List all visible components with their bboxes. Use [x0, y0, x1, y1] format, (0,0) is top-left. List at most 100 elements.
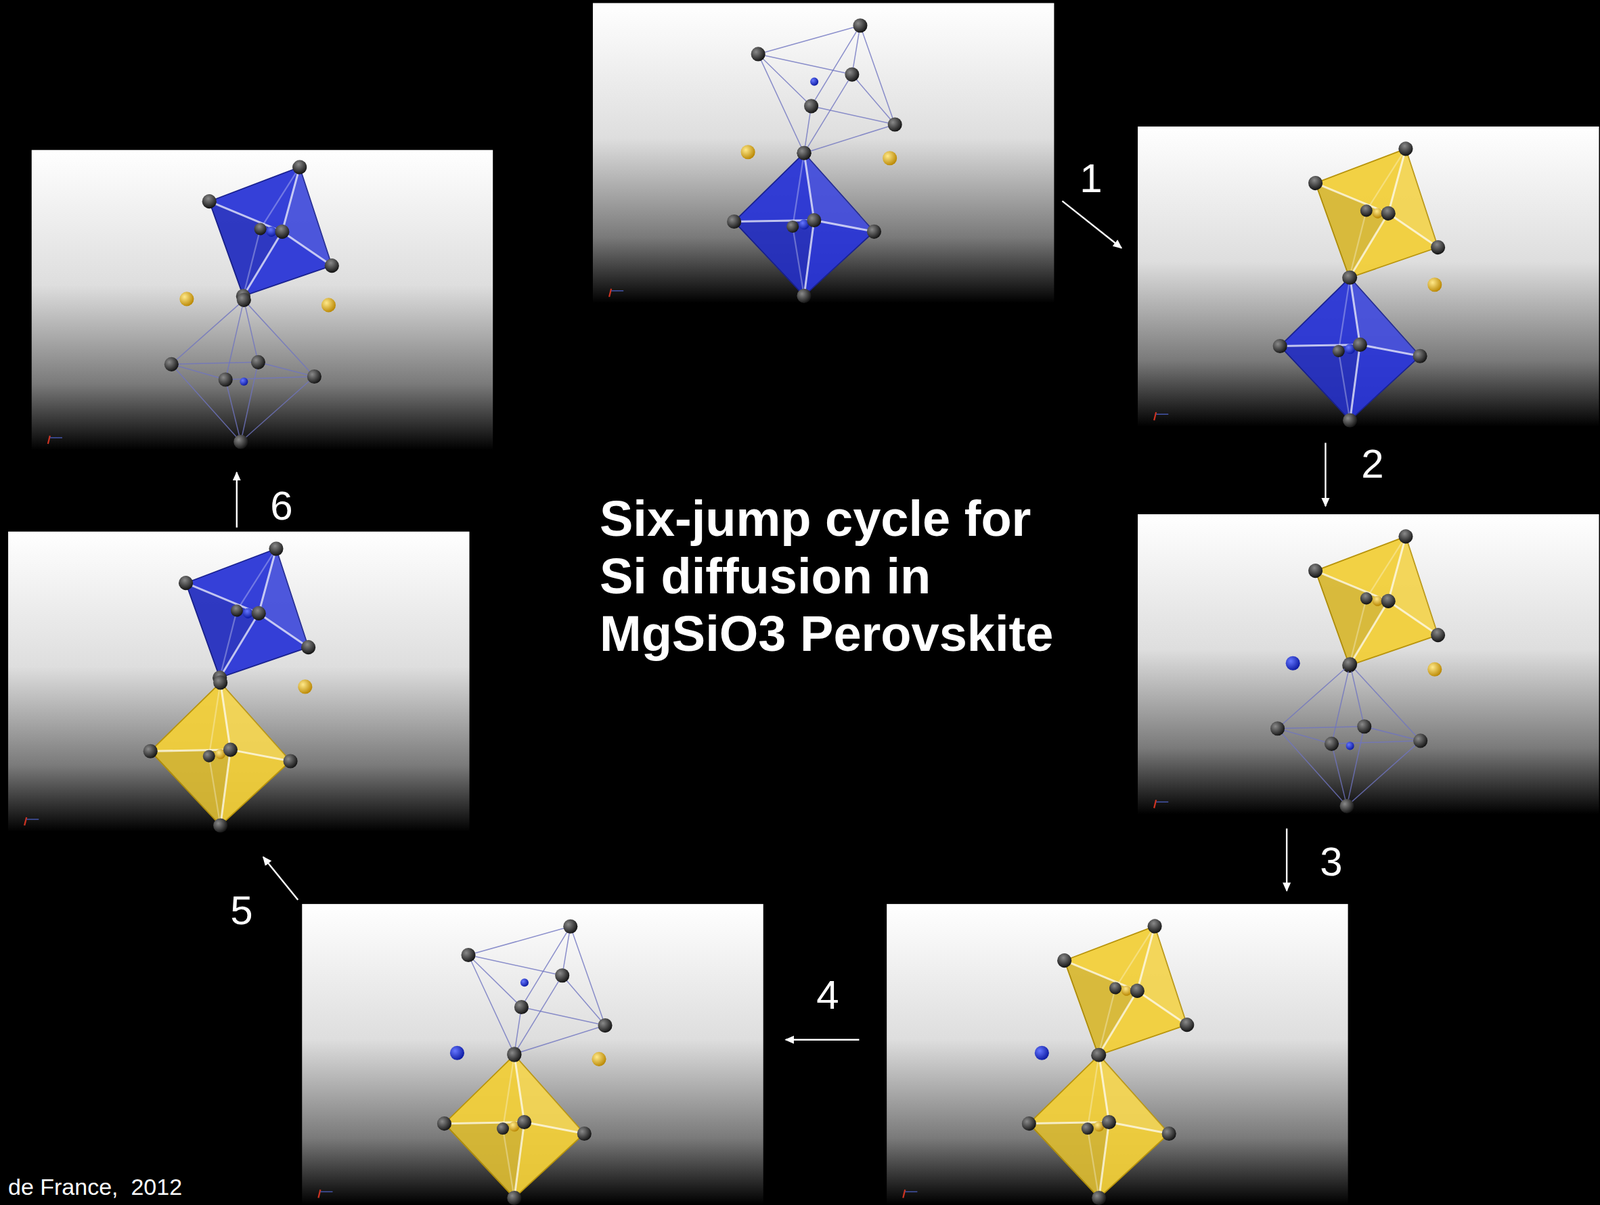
bond	[230, 749, 291, 762]
edge-line	[1364, 726, 1421, 742]
octahedron	[1021, 1048, 1177, 1205]
atom	[1358, 202, 1375, 219]
axis-mark	[318, 1189, 321, 1198]
edge-line	[1277, 726, 1365, 729]
edge-line	[1346, 741, 1421, 807]
bond	[1350, 344, 1361, 421]
atom	[1428, 626, 1448, 646]
octa-face	[1350, 277, 1420, 357]
atom	[179, 291, 194, 306]
credit-note: de France, 2012	[8, 1175, 183, 1199]
octahedron	[1276, 499, 1479, 703]
edge-line	[243, 299, 315, 377]
bond	[1338, 277, 1351, 352]
structure-panel	[8, 511, 470, 833]
atom	[218, 372, 233, 387]
octa-face	[1374, 536, 1469, 636]
octahedron	[437, 1048, 592, 1205]
bond	[1087, 1128, 1100, 1198]
atom	[1324, 737, 1339, 752]
step-number: 1	[1079, 158, 1102, 199]
atom	[1428, 238, 1448, 258]
edge-line	[570, 926, 606, 1026]
atom	[236, 293, 252, 308]
atom	[143, 744, 158, 759]
atom	[176, 573, 196, 593]
atom	[506, 1048, 522, 1063]
atom	[1273, 339, 1288, 354]
bond	[1350, 277, 1361, 345]
edge-line	[171, 364, 241, 442]
axis-mark	[1156, 414, 1169, 416]
structure-panel	[301, 904, 763, 1205]
edge-line	[514, 1026, 606, 1055]
vacancy-polyhedron	[751, 18, 903, 161]
bond	[220, 682, 231, 750]
octa-face	[1028, 1055, 1169, 1198]
atom	[1055, 951, 1075, 971]
octa-face	[1285, 121, 1469, 306]
octahedron	[143, 675, 298, 833]
atom	[203, 750, 216, 763]
atom	[1091, 1048, 1106, 1063]
octa-face	[1099, 1055, 1169, 1134]
atom	[741, 144, 756, 160]
structure-panel	[1137, 111, 1599, 428]
step-number: 3	[1319, 841, 1343, 883]
atom	[223, 743, 238, 758]
bond	[209, 682, 221, 757]
octa-face	[180, 139, 363, 324]
atom	[450, 1046, 465, 1061]
atom	[786, 220, 799, 233]
step-number: 2	[1361, 443, 1384, 485]
atom	[1413, 733, 1428, 748]
atom	[804, 98, 819, 114]
edge-line	[171, 364, 226, 380]
octa-face	[180, 200, 283, 301]
octa-face	[150, 749, 231, 826]
edge-line	[514, 975, 563, 1055]
octa-face	[1034, 898, 1218, 1083]
atom	[233, 434, 248, 449]
axis-mark	[902, 1189, 905, 1198]
axis-mark	[50, 437, 63, 439]
atom	[517, 1115, 532, 1130]
atom	[1342, 270, 1358, 285]
bond	[1359, 344, 1420, 357]
octahedron	[1025, 889, 1228, 1093]
edge-line	[1331, 664, 1350, 745]
octa-face	[1028, 1122, 1109, 1199]
atom	[1285, 656, 1301, 671]
edge-line	[804, 124, 895, 153]
atom	[563, 919, 578, 935]
edge-line	[758, 54, 805, 153]
atom	[1101, 1115, 1117, 1130]
atom	[882, 150, 897, 166]
cycle-arrow	[263, 857, 298, 901]
atom	[249, 604, 269, 624]
atom	[1127, 982, 1147, 1002]
vacancy-polyhedron	[1270, 657, 1428, 814]
atom	[1270, 721, 1285, 736]
atom	[1081, 1122, 1094, 1136]
edge-line	[1350, 664, 1421, 742]
edge-line	[1346, 726, 1365, 807]
atom	[322, 256, 342, 276]
edge-line	[257, 362, 315, 377]
atom	[1306, 173, 1326, 193]
edge-line	[562, 926, 571, 976]
edge-line	[1277, 664, 1351, 729]
bond	[1349, 209, 1389, 282]
atom	[751, 46, 766, 61]
bond	[209, 756, 221, 826]
edge-line	[171, 362, 258, 365]
atom	[520, 978, 529, 987]
edge-line	[811, 25, 861, 107]
atom	[290, 157, 310, 177]
bond	[814, 219, 875, 232]
atom	[496, 1122, 509, 1136]
bond	[242, 228, 282, 301]
octa-face	[245, 548, 340, 648]
atom	[1378, 591, 1398, 611]
bond	[1338, 210, 1377, 278]
